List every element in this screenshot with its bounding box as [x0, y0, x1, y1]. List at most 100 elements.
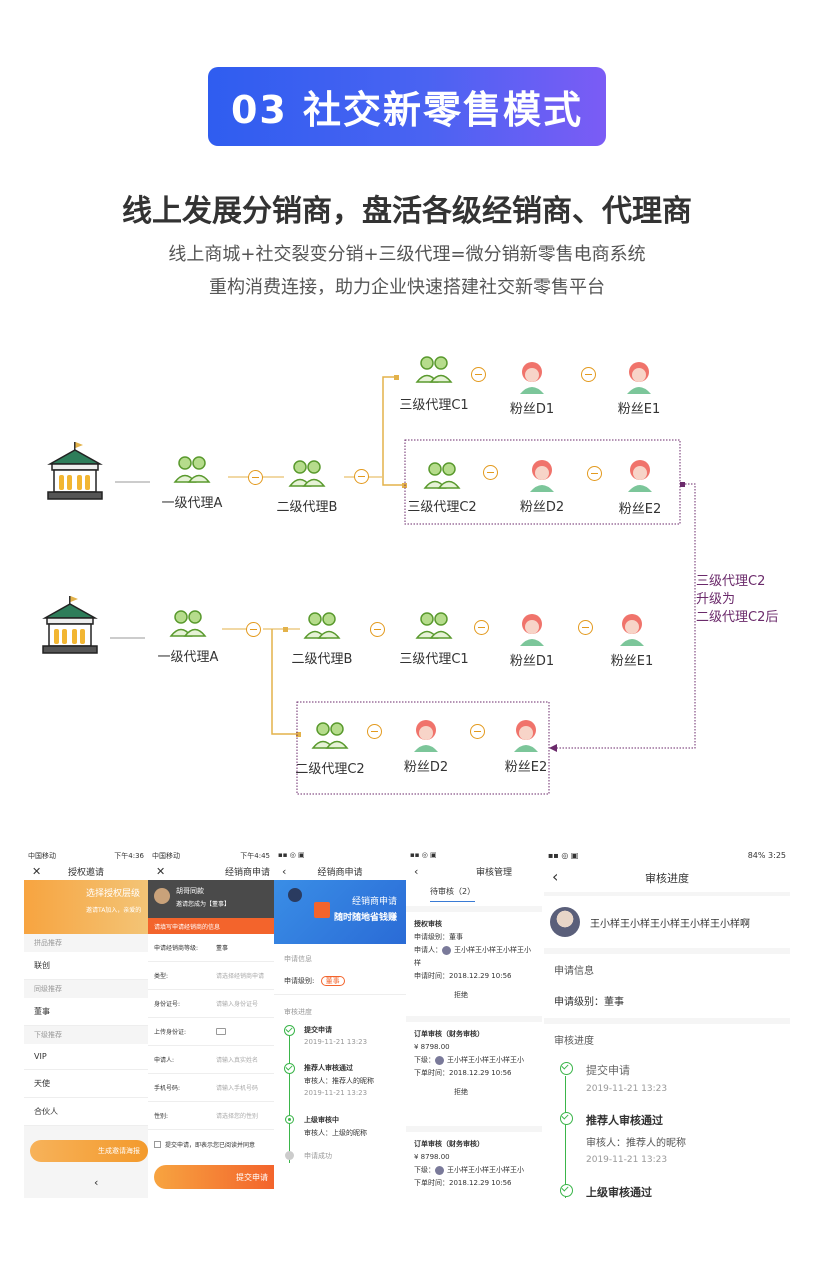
- level-option[interactable]: 董事: [24, 998, 148, 1026]
- form-row[interactable]: 手机号码:请输入手机号码: [148, 1074, 274, 1102]
- step-title: 提交申请: [304, 1026, 332, 1034]
- review-card: 授权审核 申请级别：董事 申请人：王小样王小样王小样王小样 申请时间：2018.…: [406, 912, 542, 1016]
- fan-icon: [514, 720, 538, 752]
- form-value[interactable]: 请输入真实姓名: [216, 1057, 259, 1064]
- link-icon: [471, 367, 486, 382]
- form-row[interactable]: 身份证号:请输入身份证号: [148, 990, 274, 1018]
- fan-d2-top-label: 粉丝D2: [519, 500, 565, 515]
- fan-e1-top: 粉丝E1: [618, 360, 660, 417]
- fan-icon: [520, 614, 544, 646]
- step-title: 提交申请: [586, 1064, 630, 1077]
- form-row[interactable]: 上传身份证:: [148, 1018, 274, 1046]
- card-title: 订单审核（财务审核）: [414, 1140, 484, 1148]
- fan-icon: [414, 720, 438, 752]
- level-option[interactable]: VIP: [24, 1044, 148, 1070]
- back-arrow-icon[interactable]: ‹: [94, 1176, 99, 1189]
- form-fields: 申请经销商等级:董事类型:请选择经销商申请身份证号:请输入身份证号上传身份证:申…: [148, 934, 274, 1130]
- distribution-diagram: 一级代理A 二级代理B 三级代理C1 粉丝D1 粉丝E1 三级代理C2 粉丝D2…: [0, 340, 814, 810]
- fan-d1-bottom-label: 粉丝D1: [509, 654, 555, 669]
- page-title: 经销商申请: [224, 867, 270, 878]
- section-label: 下级推荐: [34, 1031, 62, 1039]
- check-icon: [284, 1025, 295, 1036]
- step-date: 2019-11-21 13:23: [586, 1084, 668, 1094]
- checkbox[interactable]: [154, 1141, 161, 1148]
- phone-review-progress: ▪▪ ◎ ▣ 84% 3:25 ‹ 审核进度 王小样王小样王小样王小样王小样啊 …: [544, 850, 790, 1198]
- step-reviewer: 审核人：上级的昵称: [304, 1129, 367, 1137]
- link-icon: [587, 466, 602, 481]
- step-reviewer: 审核人：推荐人的昵称: [586, 1138, 686, 1149]
- level-option[interactable]: 合伙人: [24, 1098, 148, 1126]
- fan-d1-top: 粉丝D1: [510, 360, 554, 417]
- agent-c1-top-label: 三级代理C1: [399, 398, 469, 413]
- generate-poster-button[interactable]: 生成邀请海报: [30, 1140, 148, 1162]
- user-row: 王小样王小样王小样王小样王小样啊: [544, 896, 790, 948]
- users-icon: [415, 356, 453, 383]
- nav-bar: ‹ 审核管理: [406, 862, 542, 880]
- check-icon: [284, 1063, 295, 1074]
- fan-e2-top: 粉丝E2: [619, 458, 661, 517]
- agent-a-top: 一级代理A: [162, 452, 222, 511]
- users-icon: [173, 456, 211, 483]
- form-value[interactable]: 请选择经销商申请: [216, 973, 265, 980]
- agreement-row[interactable]: 提交申请，即表示您已阅读并同意: [148, 1130, 274, 1159]
- users-icon: [415, 612, 453, 639]
- form-row[interactable]: 申请人:请输入真实姓名: [148, 1046, 274, 1074]
- level-option[interactable]: 联创: [24, 952, 148, 980]
- status-bar: ▪▪ ◎ ▣ 84% 3:25: [544, 850, 790, 864]
- back-arrow-icon[interactable]: ‹: [414, 865, 419, 878]
- page-title: 经销商申请: [317, 867, 363, 878]
- form-row[interactable]: 申请经销商等级:董事: [148, 934, 274, 962]
- form-value[interactable]: 请选择您的性别: [216, 1113, 259, 1120]
- form-value[interactable]: 请输入手机号码: [216, 1085, 259, 1092]
- camera-icon[interactable]: [216, 1028, 226, 1035]
- back-arrow-icon[interactable]: ‹: [552, 867, 559, 886]
- battery-level: 84%: [747, 851, 766, 860]
- close-icon[interactable]: ✕: [32, 865, 42, 878]
- headline: 线上发展分销商，盘活各级经销商、代理商: [122, 194, 692, 229]
- nav-bar: ✕ 经销商申请: [148, 862, 274, 880]
- agent-a-top-label: 一级代理A: [161, 496, 223, 511]
- status-bar: 中国移动 下午4:36: [24, 850, 148, 862]
- link-icon: [581, 367, 596, 382]
- upgrade-note-line: 升级为: [696, 592, 736, 607]
- form-row[interactable]: 类型:请选择经销商申请: [148, 962, 274, 990]
- agreement-text: 提交申请，即表示您已阅读并同意: [165, 1142, 256, 1149]
- fan-icon: [530, 460, 554, 492]
- reject-button[interactable]: 拒绝: [454, 991, 468, 999]
- users-icon: [311, 722, 349, 749]
- agent-c1-bottom-label: 三级代理C1: [399, 652, 469, 667]
- fan-icon: [620, 614, 644, 646]
- form-value[interactable]: 请输入身份证号: [216, 1001, 259, 1008]
- card-applicant: 下级：王小样王小样王小样王小: [414, 1165, 524, 1175]
- form-row[interactable]: 性别:请选择您的性别: [148, 1102, 274, 1130]
- fan-e2-bottom-label: 粉丝E2: [504, 760, 548, 775]
- phone-screenshots: 中国移动 下午4:36 ✕ 授权邀请 选择授权层级 邀请TA加入，亲爱的 拼品推…: [24, 850, 790, 1198]
- reject-button[interactable]: 拒绝: [454, 1088, 468, 1096]
- agent-c2-top: 三级代理C2: [407, 458, 477, 515]
- step-title: 上级审核中: [304, 1116, 339, 1124]
- agent-b-bottom: 二级代理B: [292, 608, 352, 667]
- form-value[interactable]: 董事: [216, 945, 229, 952]
- submit-button[interactable]: 提交申请: [154, 1165, 274, 1189]
- clock: 下午4:45: [240, 852, 270, 860]
- fan-d2-top: 粉丝D2: [520, 458, 564, 515]
- close-icon[interactable]: ✕: [156, 865, 166, 878]
- fan-d1-bottom: 粉丝D1: [510, 612, 554, 669]
- banner-sub: 邀请TA加入，亲爱的: [86, 907, 142, 914]
- tab-label: 待审核（2）: [430, 886, 476, 902]
- level-badge: 董事: [320, 976, 345, 986]
- progress-card: 审核进度 提交申请 2019-11-21 13:23 推荐人审核通过 审核人：推…: [544, 1024, 790, 1198]
- step-title: 上级审核通过: [586, 1186, 652, 1198]
- phone-apply-progress: ▪▪ ◎ ▣ ‹ 经销商申请 经销商申请 随时随地省钱赚 申请信息 申请级别: …: [274, 850, 406, 1198]
- link-icon: [354, 469, 369, 484]
- page-title: 审核进度: [645, 872, 689, 885]
- nav-bar: ‹ 审核进度: [544, 864, 790, 892]
- level-option[interactable]: 天使: [24, 1070, 148, 1098]
- link-icon: [483, 465, 498, 480]
- agent-b-top-label: 二级代理B: [276, 500, 338, 515]
- review-card: 订单审核（财务审核） ¥ 8798.00 下级：王小样王小样王小样王小 下单时间…: [406, 1022, 542, 1126]
- tab-pending[interactable]: 待审核（2）: [406, 880, 542, 906]
- users-icon: [169, 610, 207, 637]
- back-arrow-icon[interactable]: ‹: [282, 865, 287, 878]
- section-title: 申请信息: [554, 966, 594, 977]
